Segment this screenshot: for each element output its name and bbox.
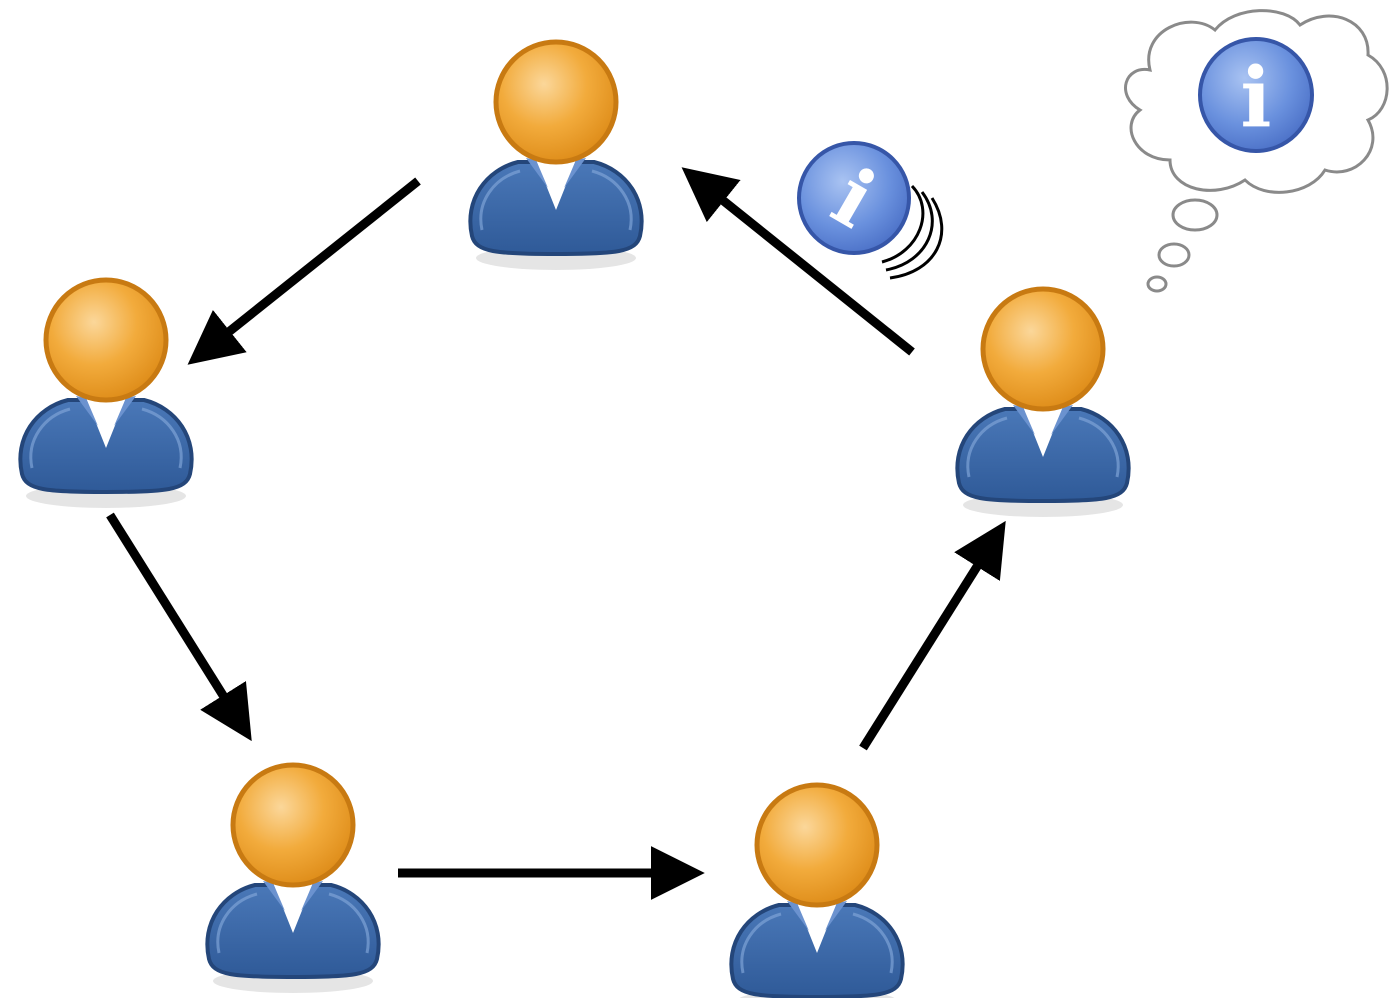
motion-lines <box>881 184 944 280</box>
arrow-top-to-upper-left <box>187 177 421 365</box>
arrow-lower-right-to-upper-right <box>859 520 1006 751</box>
person-lower-right <box>731 785 902 998</box>
thought-info-glyph: i <box>1240 50 1271 146</box>
arrows <box>106 167 1006 900</box>
person-upper-right <box>957 289 1128 517</box>
arrow-upper-right-to-top <box>681 167 915 356</box>
person-lower-left <box>207 765 378 993</box>
message-info-icon: i <box>797 141 944 280</box>
thought-info-icon: i <box>1198 37 1314 153</box>
arrow-upper-left-to-lower-left <box>106 512 252 742</box>
person-top <box>470 42 641 270</box>
person-upper-left <box>20 280 191 508</box>
thought-bubble: i <box>1124 9 1389 293</box>
